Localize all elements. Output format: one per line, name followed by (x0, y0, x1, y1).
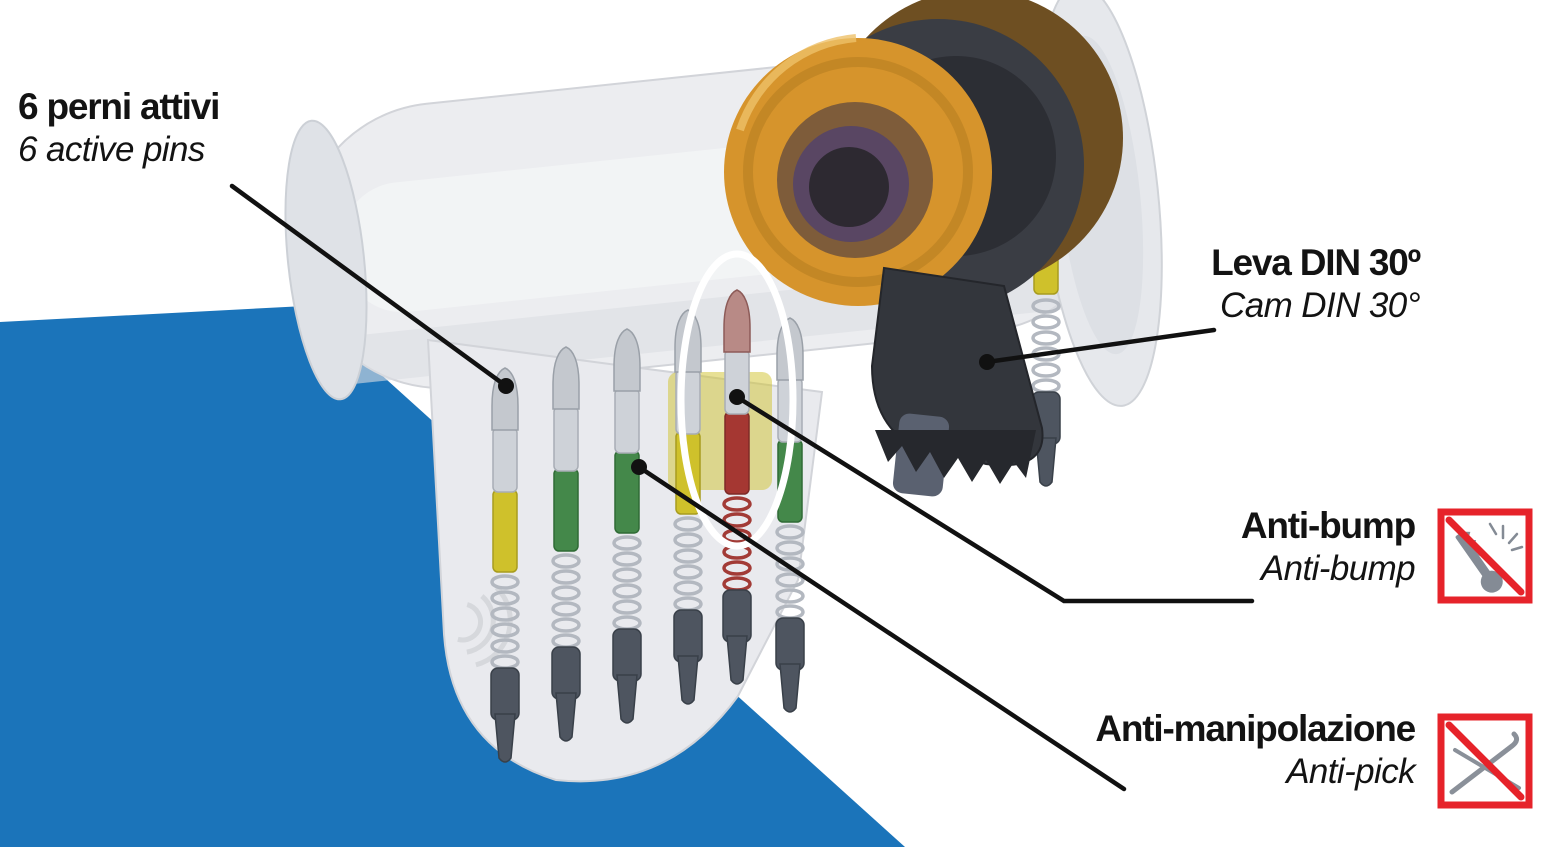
pin-assembly-1 (490, 367, 520, 763)
pin-segment (492, 489, 518, 573)
bump-impact-rays (1488, 522, 1524, 552)
highlight-ellipse (677, 250, 797, 550)
callout-line-cam (984, 327, 1217, 365)
cam-orange-highlight (736, 34, 857, 132)
pin-shaft (492, 427, 518, 493)
pin-assembly-5-red (722, 289, 752, 685)
cam-center-hole (809, 147, 889, 227)
label-active-pins-secondary: 6 active pins (18, 130, 205, 170)
pin-segment-red (724, 411, 750, 495)
callout-dots (498, 354, 995, 475)
pin-plug (775, 617, 805, 713)
no-lock-pick-icon (1437, 713, 1533, 809)
callout-dot-cam (979, 354, 995, 370)
cam-lever-teeth (875, 430, 1036, 484)
left-end-cap (284, 119, 368, 401)
callout-dot-anti-bump (729, 389, 745, 405)
label-anti-bump: Anti-bump Anti-bump (1240, 503, 1416, 591)
callout-dot-active-pins (498, 378, 514, 394)
label-anti-bump-secondary: Anti-bump (1260, 549, 1416, 589)
cam-assembly (724, 0, 1123, 497)
label-anti-pick-primary: Anti-manipolazione (1095, 708, 1416, 749)
label-active-pins-primary: 6 perni attivi (18, 86, 220, 127)
pin-tip (613, 328, 641, 392)
label-active-pins: 6 perni attivi 6 active pins (18, 84, 220, 172)
pin-assembly-2 (551, 346, 581, 742)
callout-lines (229, 183, 1255, 792)
anti-bump-icon-slash (1445, 516, 1525, 596)
pin-segment (553, 468, 579, 552)
label-anti-pick: Anti-manipolazione Anti-pick (1095, 706, 1416, 794)
callout-line-anti-pick (636, 464, 1127, 792)
cam-orange-shade-ring (743, 57, 973, 287)
callout-dot-anti-pick (631, 459, 647, 475)
pin-shaft (614, 388, 640, 454)
pin-tip (552, 346, 580, 410)
label-anti-bump-primary: Anti-bump (1240, 505, 1416, 546)
anti-pick-icon-slash (1445, 721, 1525, 801)
pin-assembly-3 (612, 328, 642, 724)
label-cam: Leva DIN 30º Cam DIN 30° (1211, 240, 1421, 328)
pin-shaft (553, 406, 579, 472)
label-anti-pick-secondary: Anti-pick (1286, 752, 1415, 792)
label-cam-secondary: Cam DIN 30° (1220, 286, 1421, 326)
pin-tip-red (723, 289, 751, 353)
callout-line-anti-bump (734, 394, 1255, 604)
callout-line-active-pins (229, 183, 509, 389)
no-bump-key-icon (1437, 508, 1533, 604)
label-cam-primary: Leva DIN 30º (1211, 242, 1421, 283)
